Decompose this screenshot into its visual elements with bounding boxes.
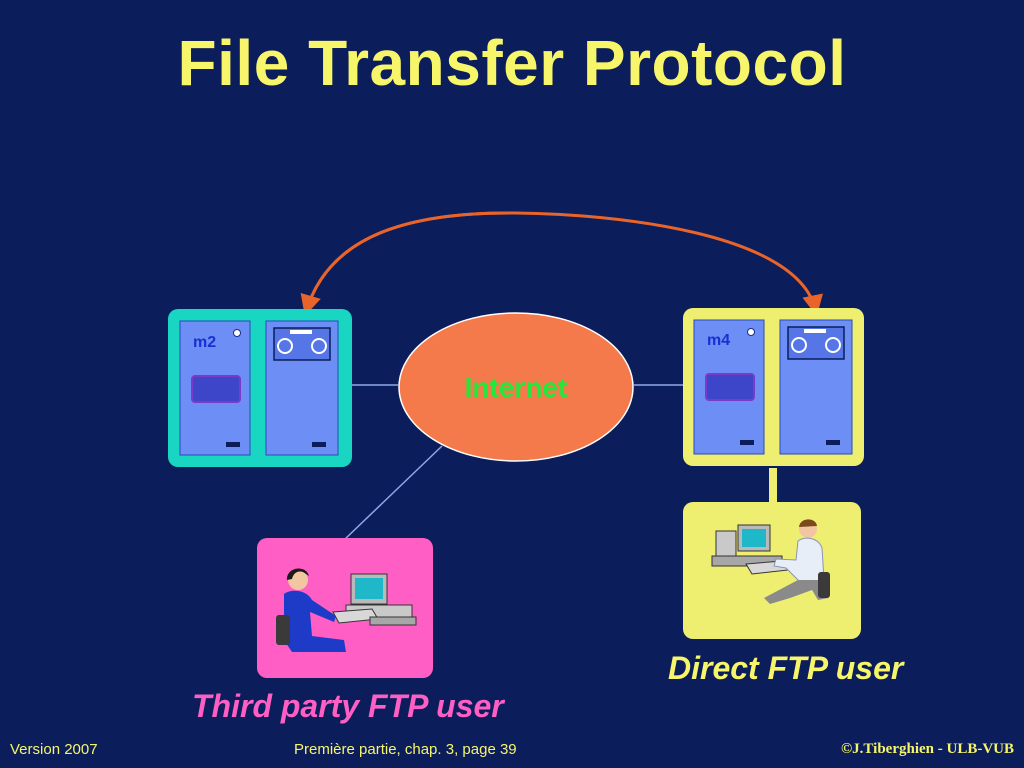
server-m2-label: m2: [193, 334, 216, 351]
reel-icon: [277, 338, 293, 354]
link-internet-third-party: [343, 445, 443, 541]
person-body-icon: [284, 590, 346, 652]
slot-icon: [226, 442, 240, 447]
drive-slot-icon: [290, 330, 312, 334]
third-party-user: [257, 538, 433, 678]
slot-icon: [740, 440, 754, 445]
computer-case-icon: [715, 530, 737, 558]
monitor-screen-icon: [742, 529, 766, 547]
desk-icon: [369, 616, 417, 626]
reel-icon: [825, 337, 841, 353]
screen-icon: [705, 373, 755, 401]
internet-label: Internet: [465, 372, 568, 403]
link-m4-direct-user: [769, 468, 777, 502]
person-hair-icon: [286, 568, 309, 580]
transfer-arrow-left-head: [300, 211, 517, 317]
screen-icon: [191, 375, 241, 403]
transfer-arrow: [304, 211, 816, 312]
drive-slot-icon: [804, 329, 826, 333]
chair-icon: [276, 615, 290, 645]
footer-page-ref: Première partie, chap. 3, page 39: [294, 741, 517, 758]
monitor-screen-icon: [355, 578, 383, 599]
person-body-icon: [773, 537, 825, 583]
person-hair-icon: [799, 519, 817, 527]
power-led-icon: [747, 328, 755, 336]
server-m2: m2: [168, 309, 352, 467]
third-party-user-caption: Third party FTP user: [192, 688, 504, 724]
person-legs-icon: [764, 580, 828, 604]
slot-icon: [312, 442, 326, 447]
slide-title: File Transfer Protocol: [177, 27, 847, 99]
footer-copyright: ©J.Tiberghien - ULB-VUB: [840, 741, 1014, 757]
power-led-icon: [233, 329, 241, 337]
slot-icon: [826, 440, 840, 445]
server-m4: m4: [683, 308, 864, 466]
reel-icon: [791, 337, 807, 353]
internet-ellipse: [398, 312, 634, 462]
footer-version: Version 2007: [10, 741, 98, 758]
chair-icon: [818, 572, 830, 598]
server-m4-label: m4: [707, 332, 730, 349]
direct-user: [683, 502, 861, 639]
direct-user-caption: Direct FTP user: [668, 650, 904, 686]
reel-icon: [311, 338, 327, 354]
internet-node: Internet: [398, 312, 634, 462]
